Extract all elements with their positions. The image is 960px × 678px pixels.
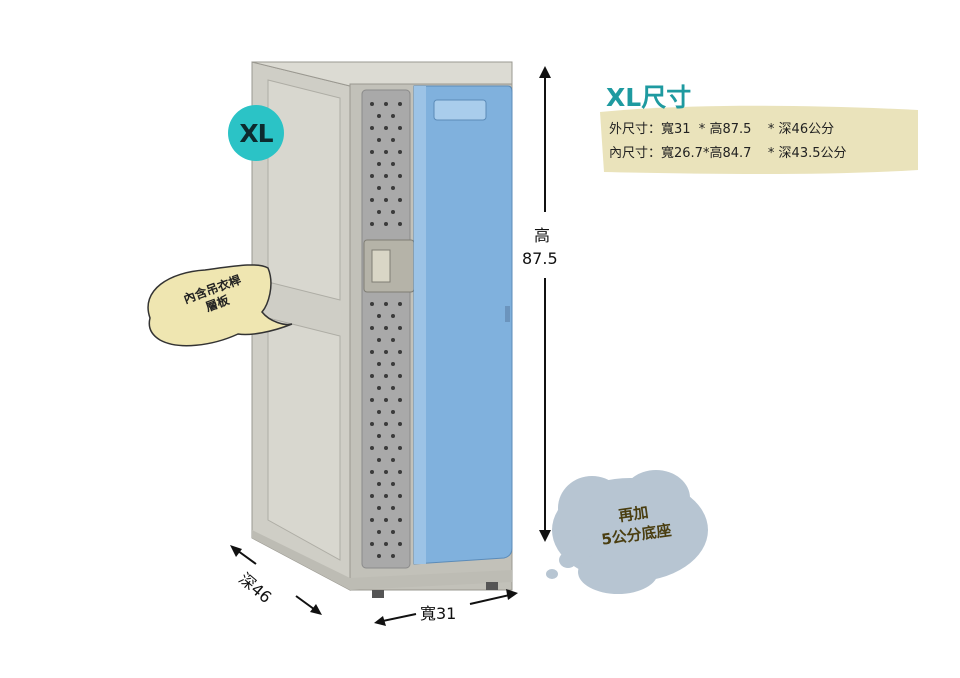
height-arrow <box>539 66 551 542</box>
label-slot <box>433 99 487 121</box>
perforation-dots <box>370 102 402 558</box>
spec-title: XL尺寸 <box>606 83 692 112</box>
depth-arrow <box>230 545 322 615</box>
size-badge: XL <box>228 105 284 161</box>
width-label: 寬31 <box>420 604 457 623</box>
lock-icon <box>371 249 391 283</box>
spec-outer-dimensions: 外尺寸：寬31 * 高87.5 * 深46公分 <box>609 122 835 137</box>
height-value: 87.5 <box>522 249 558 268</box>
height-label: 高 <box>534 226 551 245</box>
spec-highlight <box>600 105 918 174</box>
spec-inner-dimensions: 內尺寸：寬26.7*高84.7 * 深43.5公分 <box>609 146 847 161</box>
blue-door <box>413 85 513 565</box>
width-arrow <box>374 589 518 626</box>
speech-bubble <box>147 264 293 347</box>
cabinet-base <box>252 530 512 590</box>
cloud-bubble <box>546 470 708 594</box>
